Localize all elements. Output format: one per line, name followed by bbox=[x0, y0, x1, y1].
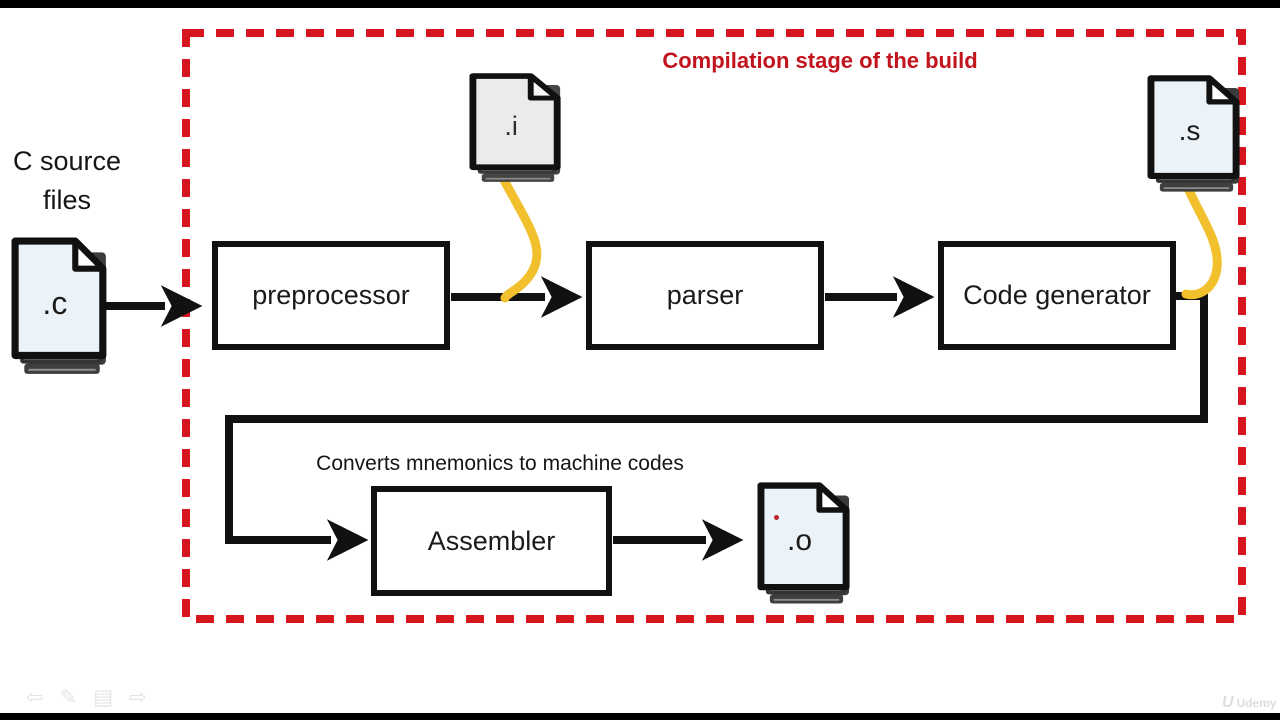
assembler-note: Converts mnemonics to machine codes bbox=[316, 452, 684, 475]
udemy-watermark: U Udemy bbox=[1222, 694, 1277, 712]
assembler-box: Assembler bbox=[371, 486, 612, 596]
udemy-logo-icon: U bbox=[1222, 694, 1234, 711]
diagram-title: Compilation stage of the build bbox=[662, 48, 978, 73]
code-generator-label: Code generator bbox=[963, 280, 1151, 310]
o-file-label: .o bbox=[787, 524, 813, 558]
c-file-icon: .c bbox=[10, 236, 112, 379]
i-file-icon: .i bbox=[468, 72, 566, 186]
slide-menu-icon[interactable]: ▤ bbox=[93, 686, 114, 709]
c-source-files-label: C source files bbox=[12, 146, 122, 216]
parser-box: parser bbox=[586, 241, 824, 350]
code-generator-box: Code generator bbox=[938, 241, 1176, 350]
document-stack-icon bbox=[469, 73, 561, 182]
next-slide-icon[interactable]: ⇨ bbox=[129, 686, 147, 709]
c-file-label: .c bbox=[42, 284, 68, 321]
presenter-toolbar: ⇦ ✎ ▤ ⇨ bbox=[26, 687, 147, 708]
document-stack-icon bbox=[1147, 75, 1240, 192]
compilation-stage-dashed-border bbox=[182, 29, 1246, 623]
s-file-label: .s bbox=[1178, 115, 1201, 147]
letterbox-bottom bbox=[0, 713, 1280, 720]
curve-sfile-to-connector bbox=[1179, 173, 1222, 300]
previous-slide-icon[interactable]: ⇦ bbox=[26, 686, 44, 709]
document-stack-icon bbox=[757, 482, 850, 604]
preprocessor-box: preprocessor bbox=[212, 241, 450, 350]
curve-ifile-to-arrow bbox=[499, 175, 542, 303]
udemy-wordmark: Udemy bbox=[1236, 696, 1277, 710]
assembler-label: Assembler bbox=[427, 525, 556, 556]
document-stack-icon bbox=[11, 237, 107, 374]
letterbox-top bbox=[0, 0, 1280, 8]
i-file-label: .i bbox=[504, 110, 518, 141]
s-file-icon: .s bbox=[1146, 74, 1245, 196]
parser-label: parser bbox=[666, 280, 744, 310]
preprocessor-label: preprocessor bbox=[252, 280, 410, 310]
pen-icon[interactable]: ✎ bbox=[59, 686, 78, 709]
o-file-icon: .o bbox=[756, 481, 855, 608]
laser-pointer-dot bbox=[774, 515, 779, 520]
